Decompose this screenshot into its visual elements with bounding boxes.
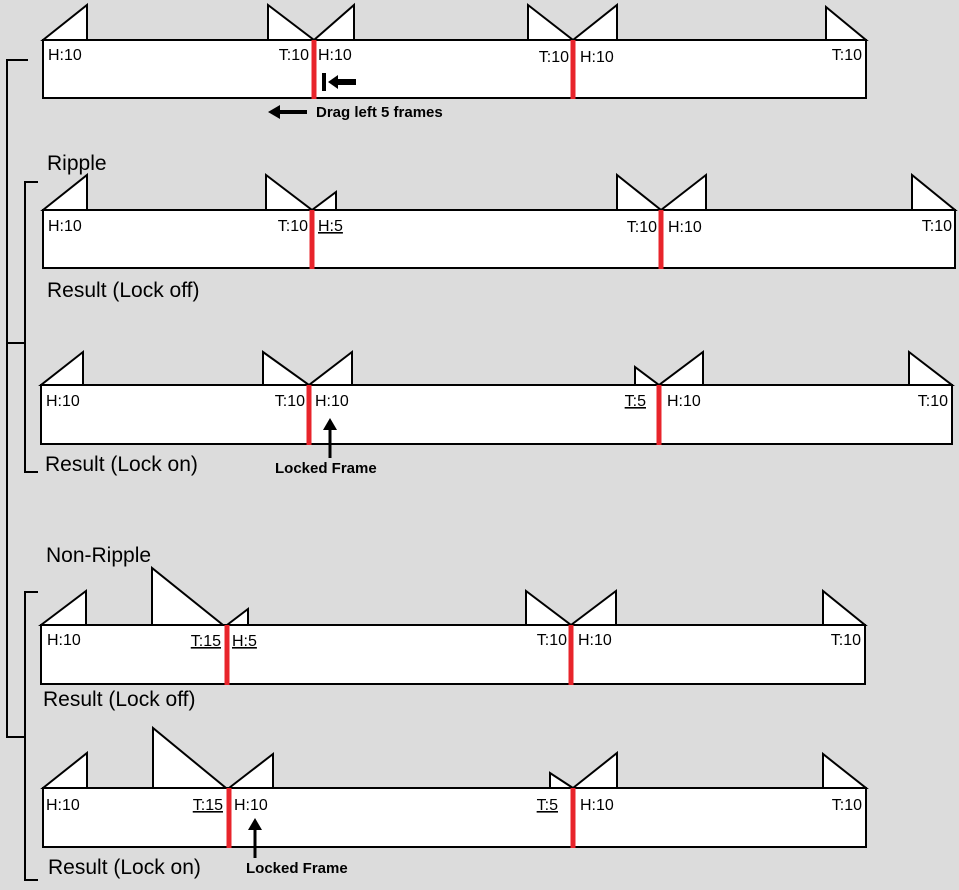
non-ripple-lock-off-track: H:10 T:15 H:5 T:10 H:10 T:10 <box>38 565 868 685</box>
clip-bar <box>42 39 867 99</box>
non-ripple-title: Non-Ripple <box>46 544 151 567</box>
head-handle-triangle <box>570 2 618 41</box>
handle-label: H:10 <box>667 393 701 410</box>
arrow-left-icon <box>268 105 307 119</box>
handle-label: H:5 <box>232 633 257 650</box>
handle-label: H:10 <box>234 797 268 814</box>
head-handle-triangle <box>570 750 618 789</box>
ripple-lock-on-track: H:10 T:10 H:10 T:5 H:10 T:10 <box>38 349 955 458</box>
tail-handle-triangle <box>549 771 577 789</box>
tail-handle-triangle <box>267 2 317 41</box>
handle-label: T:10 <box>537 632 567 649</box>
tail-handle-triangle <box>152 725 229 789</box>
clip-bar <box>42 787 867 848</box>
head-handle-triangle <box>311 2 355 41</box>
clip-bar <box>42 209 956 269</box>
ripple-bracket <box>24 181 38 473</box>
handle-label: H:5 <box>318 218 343 235</box>
tail-handle-triangle <box>151 565 226 626</box>
handle-label: T:10 <box>539 49 569 66</box>
handle-label: H:10 <box>578 632 612 649</box>
head-handle-triangle <box>40 2 88 41</box>
handle-label: H:10 <box>46 797 80 814</box>
original-track: H:10 T:10 H:10 T:10 H:10 T:10 <box>40 2 869 99</box>
ripple-lock-off-track: H:10 T:10 H:5 T:10 H:10 T:10 <box>40 172 958 269</box>
head-handle-triangle <box>658 172 707 211</box>
head-handle-triangle <box>656 350 704 386</box>
head-handle-triangle <box>40 750 88 789</box>
handle-label: H:10 <box>318 47 352 64</box>
head-handle-triangle <box>226 751 274 789</box>
ripple-lock-off-caption: Result (Lock off) <box>47 279 200 302</box>
handle-label: H:10 <box>580 49 614 66</box>
ripple-lock-on-caption: Result (Lock on) <box>45 453 198 476</box>
tail-handle-triangle <box>822 751 869 789</box>
handle-label: T:10 <box>627 219 657 236</box>
head-handle-triangle <box>38 349 84 386</box>
tail-handle-triangle <box>525 588 574 626</box>
handle-label: H:10 <box>315 393 349 410</box>
handle-label: T:15 <box>191 633 221 650</box>
non-ripple-lock-on-caption: Result (Lock on) <box>48 856 201 879</box>
tail-handle-triangle <box>262 350 313 386</box>
handle-label: T:10 <box>918 393 948 410</box>
arrow-up-icon <box>323 418 337 430</box>
clip-bar <box>40 624 866 685</box>
handle-label: T:10 <box>831 632 861 649</box>
tail-handle-triangle <box>265 172 315 211</box>
handle-label: H:10 <box>47 632 81 649</box>
handle-label: T:10 <box>275 393 305 410</box>
tail-handle-triangle <box>634 365 662 386</box>
head-handle-triangle <box>224 606 249 626</box>
drag-note: Drag left 5 frames <box>316 104 443 121</box>
ripple-title: Ripple <box>47 152 107 175</box>
head-handle-triangle <box>40 172 88 211</box>
handle-label: H:10 <box>580 797 614 814</box>
non-ripple-bracket <box>24 591 38 881</box>
head-handle-triangle <box>568 588 617 626</box>
head-handle-triangle <box>309 190 337 211</box>
head-handle-triangle <box>38 588 87 626</box>
handle-label: T:10 <box>922 218 952 235</box>
non-ripple-lock-off-caption: Result (Lock off) <box>43 688 196 711</box>
handle-label: T:15 <box>193 797 223 814</box>
handle-label: T:5 <box>537 797 558 814</box>
handle-label: H:10 <box>48 47 82 64</box>
ripple-locked-frame-note: Locked Frame <box>275 460 377 477</box>
handle-label: H:10 <box>668 219 702 236</box>
handle-label: H:10 <box>48 218 82 235</box>
head-handle-triangle <box>306 349 353 386</box>
arrow-up-icon <box>248 818 262 830</box>
drag-left-icon <box>322 73 356 91</box>
handle-label: T:10 <box>832 797 862 814</box>
tail-handle-triangle <box>908 349 955 386</box>
handle-label: T:10 <box>832 47 862 64</box>
tail-handle-triangle <box>527 2 576 41</box>
tail-handle-triangle <box>616 172 664 211</box>
handle-label: T:10 <box>278 218 308 235</box>
group-brackets <box>6 59 38 881</box>
tail-handle-triangle <box>911 172 958 211</box>
handle-label: T:10 <box>279 47 309 64</box>
tail-handle-triangle <box>822 588 868 626</box>
handle-label: T:5 <box>625 393 646 410</box>
tail-handle-triangle <box>825 4 869 41</box>
non-ripple-locked-frame-note: Locked Frame <box>246 860 348 877</box>
handle-label: H:10 <box>46 393 80 410</box>
non-ripple-lock-on-track: H:10 T:15 H:10 T:5 H:10 T:10 <box>40 725 869 858</box>
clip-bar <box>40 384 953 445</box>
outer-bracket <box>6 59 28 738</box>
